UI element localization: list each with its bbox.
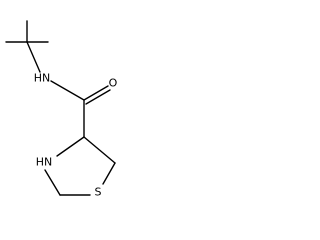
bond-carbonyl-double-b xyxy=(85,89,111,105)
bond-ring-n3-c2 xyxy=(44,169,61,196)
bond-carbonyl-double-a xyxy=(83,85,109,101)
atom-label-carbonyl-o: O xyxy=(109,77,118,90)
bond-ring-c4-n3 xyxy=(56,136,85,157)
bond-tbu-to-n xyxy=(26,41,41,73)
atom-label-amide-nh: HN xyxy=(34,72,51,85)
atom-label-ring-s: S xyxy=(95,186,102,199)
bond-ring-s1-c5 xyxy=(102,162,116,185)
bond-ring-c5-c4 xyxy=(83,136,116,164)
atom-label-ring-nh: HN xyxy=(36,156,53,169)
molecule-structure: HN O HN S xyxy=(5,20,118,199)
bond-n-to-carbonyl xyxy=(50,80,85,101)
